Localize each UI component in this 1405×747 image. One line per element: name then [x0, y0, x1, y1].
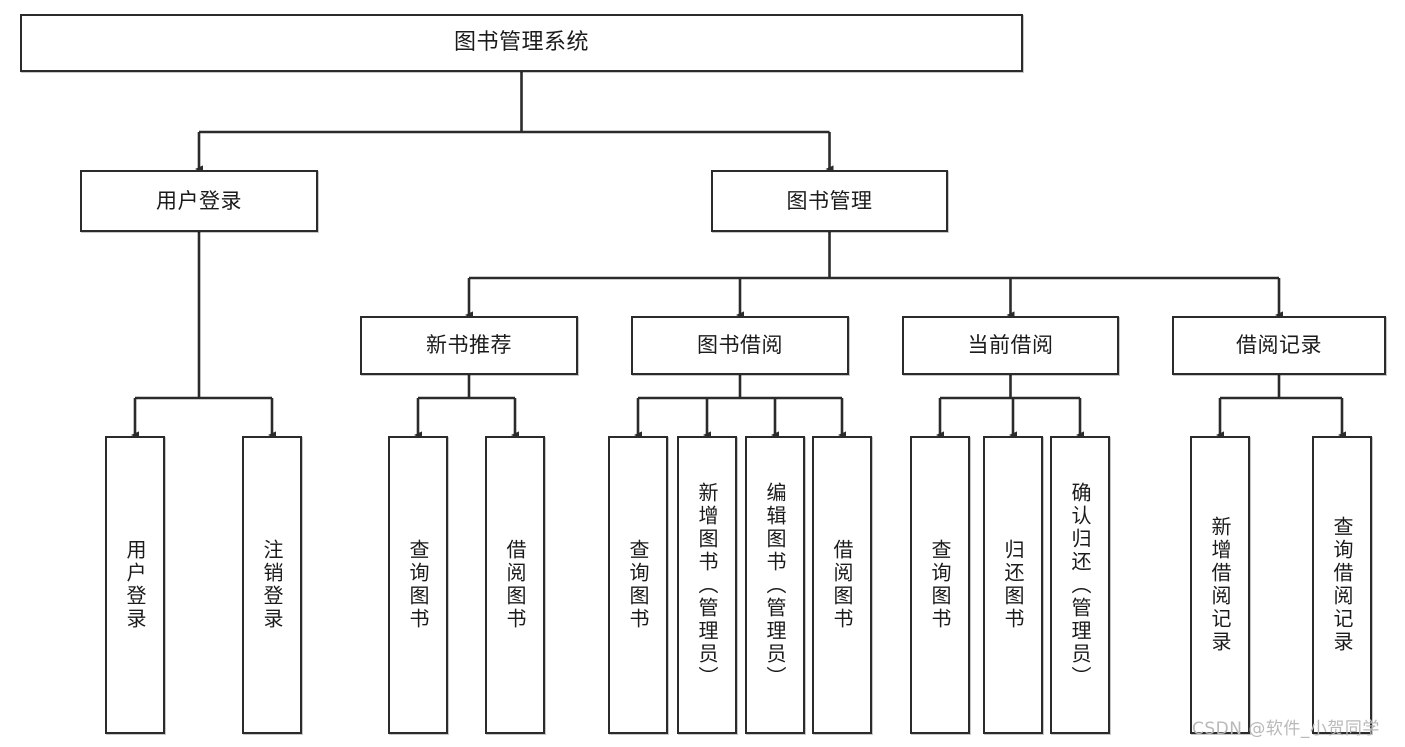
node-label: 查询借阅记录 — [1330, 516, 1354, 654]
node-label: 图书管理系统 — [453, 30, 589, 56]
node-label: 图书管理 — [786, 188, 873, 213]
node-leaf-borrow-book-1[interactable]: 借阅图书 — [485, 436, 545, 734]
node-borrow-record[interactable]: 借阅记录 — [1172, 316, 1386, 375]
node-label: 借阅记录 — [1236, 333, 1322, 358]
node-book-manage[interactable]: 图书管理 — [711, 170, 948, 232]
node-leaf-confirm-return[interactable]: 确认归还（管理员） — [1050, 436, 1110, 734]
node-leaf-return-book[interactable]: 归还图书 — [983, 436, 1043, 734]
node-user-login[interactable]: 用户登录 — [80, 170, 318, 232]
node-label: 用户登录 — [156, 188, 242, 213]
node-label: 查询图书 — [406, 539, 430, 631]
node-leaf-add-record[interactable]: 新增借阅记录 — [1190, 436, 1250, 734]
node-root[interactable]: 图书管理系统 — [20, 14, 1023, 72]
node-leaf-query-book-3[interactable]: 查询图书 — [910, 436, 970, 734]
node-leaf-query-book-1[interactable]: 查询图书 — [388, 436, 448, 734]
node-label: 新增图书（管理员） — [695, 481, 719, 689]
node-label: 归还图书 — [1001, 539, 1025, 631]
node-label: 查询图书 — [626, 539, 650, 631]
node-leaf-borrow-book-2[interactable]: 借阅图书 — [812, 436, 872, 734]
csdn-watermark: CSDN @软件_小贺同学 — [1192, 719, 1380, 739]
node-leaf-query-book-2[interactable]: 查询图书 — [608, 436, 668, 734]
node-label: 图书借阅 — [697, 333, 783, 358]
node-label: 借阅图书 — [830, 539, 854, 631]
node-label: 新增借阅记录 — [1208, 516, 1232, 654]
node-label: 当前借阅 — [967, 333, 1054, 358]
node-leaf-user-logout[interactable]: 注销登录 — [242, 436, 302, 734]
node-label: 借阅图书 — [503, 539, 527, 631]
node-current-borrow[interactable]: 当前借阅 — [902, 316, 1119, 375]
node-label: 确认归还（管理员） — [1068, 481, 1092, 689]
node-leaf-query-record[interactable]: 查询借阅记录 — [1312, 436, 1372, 734]
node-label: 新书推荐 — [426, 333, 512, 358]
node-label: 查询图书 — [928, 539, 952, 631]
node-leaf-add-book[interactable]: 新增图书（管理员） — [677, 436, 737, 734]
node-label: 编辑图书（管理员） — [763, 481, 787, 689]
node-book-borrow[interactable]: 图书借阅 — [631, 316, 849, 375]
node-leaf-edit-book[interactable]: 编辑图书（管理员） — [745, 436, 805, 734]
node-label: 用户登录 — [123, 539, 147, 631]
node-new-book-rec[interactable]: 新书推荐 — [360, 316, 578, 375]
node-leaf-user-login[interactable]: 用户登录 — [105, 436, 165, 734]
node-label: 注销登录 — [260, 539, 284, 631]
